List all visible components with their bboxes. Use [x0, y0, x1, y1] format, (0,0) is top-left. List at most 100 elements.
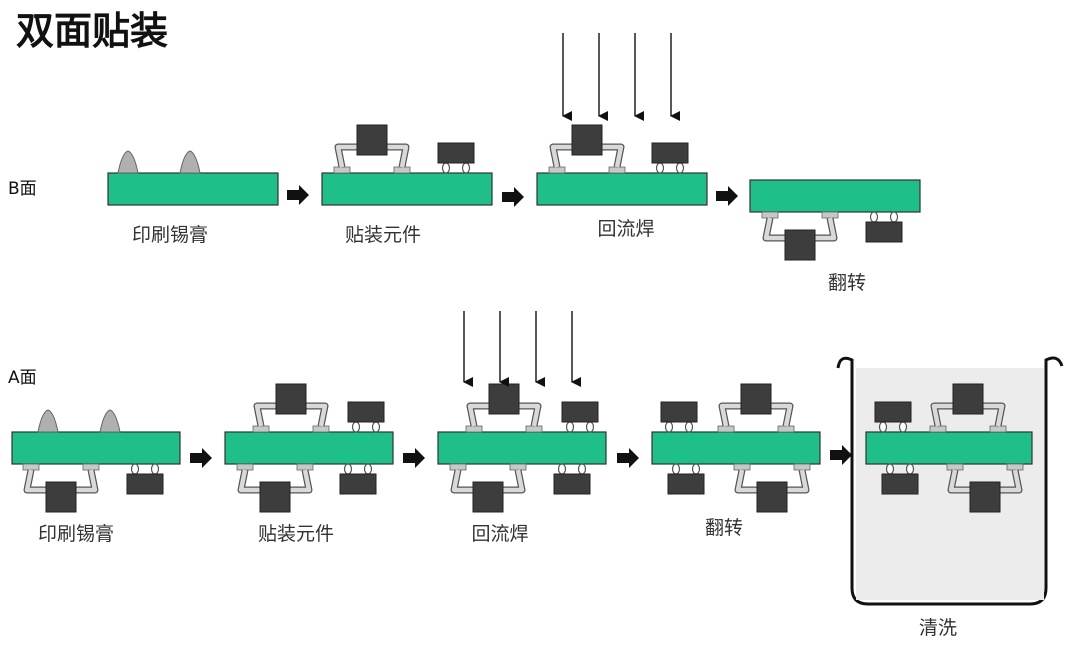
solder-pad — [733, 463, 751, 471]
ic-lead — [787, 469, 809, 493]
solder-joint — [461, 162, 471, 174]
a-step-label-flip: 翻转 — [705, 517, 743, 539]
solder-joint — [691, 463, 701, 475]
pcb-board — [651, 431, 821, 465]
smd-component — [561, 401, 599, 423]
solder-pad — [717, 425, 735, 433]
ic-lead — [451, 469, 473, 493]
solder-joint — [585, 421, 595, 433]
a-step-clean — [836, 356, 1064, 606]
solder-joint — [343, 463, 353, 475]
b-step-label-reflow: 回流焊 — [597, 218, 654, 240]
ic-chip — [784, 229, 816, 261]
solder-pad — [449, 463, 467, 471]
solder-pad — [393, 166, 411, 174]
ic-lead — [815, 217, 837, 241]
smd-component — [347, 401, 385, 423]
solder-pad — [296, 463, 314, 471]
ic-lead — [931, 403, 953, 427]
flow-arrow — [617, 448, 639, 468]
ic-lead — [550, 144, 572, 168]
solder-pad — [608, 166, 626, 174]
a-step-label-reflow: 回流焊 — [471, 523, 528, 545]
smd-component — [651, 142, 689, 164]
pcb-board — [437, 431, 607, 465]
solder-pad — [312, 425, 330, 433]
solder-pad — [82, 463, 100, 471]
solder-pad — [989, 425, 1007, 433]
solder-pad — [509, 463, 527, 471]
ic-lead — [735, 469, 757, 493]
a-step-flip — [651, 383, 821, 513]
ic-lead — [76, 469, 98, 493]
solder-joint — [671, 463, 681, 475]
solder-joint — [565, 421, 575, 433]
pcb-board — [749, 179, 921, 213]
solder-pad — [929, 425, 947, 433]
flow-arrow — [830, 445, 852, 465]
ic-lead — [1000, 469, 1022, 493]
ic-chip — [488, 383, 520, 415]
flow-arrows — [190, 185, 852, 468]
row-label-b-side: B面 — [8, 179, 37, 199]
solder-joint — [130, 463, 140, 475]
solder-joint — [441, 162, 451, 174]
solder-pad — [465, 425, 483, 433]
ic-lead — [763, 217, 785, 241]
a-step-reflow — [437, 311, 607, 513]
ic-lead — [948, 469, 970, 493]
ic-chip — [259, 481, 291, 513]
solder-paste — [37, 409, 59, 433]
solder-pad — [333, 166, 351, 174]
ic-lead — [719, 403, 741, 427]
solder-pad — [821, 211, 839, 219]
flow-arrow — [287, 185, 309, 205]
solder-joint — [557, 463, 567, 475]
diagram-title: 双面贴装 — [16, 9, 168, 53]
solder-joint — [684, 421, 694, 433]
smd-component — [667, 473, 705, 495]
pcb-board — [107, 172, 279, 206]
ic-lead — [290, 469, 312, 493]
pcb-board — [321, 172, 493, 206]
ic-lead — [254, 403, 276, 427]
solder-joint — [885, 463, 895, 475]
ic-chip — [952, 383, 984, 415]
ic-lead — [335, 144, 357, 168]
solder-joint — [869, 211, 879, 223]
solder-pad — [793, 463, 811, 471]
ic-lead — [983, 403, 1005, 427]
smd-component — [874, 401, 912, 423]
b-step-label-place: 贴装元件 — [345, 224, 421, 246]
solder-pad — [236, 463, 254, 471]
ic-lead — [771, 403, 793, 427]
pcb-board — [865, 431, 1033, 465]
b-step-flip — [749, 179, 921, 261]
a-step-label-clean: 清洗 — [919, 617, 957, 639]
ic-chip — [756, 481, 788, 513]
solder-joint — [351, 421, 361, 433]
smd-component — [660, 401, 698, 423]
solder-pad — [946, 463, 964, 471]
a-step-label-place: 贴装元件 — [258, 523, 334, 545]
ic-chip — [356, 124, 388, 156]
b-step-place-components — [321, 124, 493, 206]
solder-joint — [577, 463, 587, 475]
a-step-place-components — [224, 383, 394, 513]
solder-pad — [1006, 463, 1024, 471]
solder-joint — [878, 421, 888, 433]
solder-paste — [179, 150, 201, 174]
ic-chip — [45, 481, 77, 513]
solder-joint — [898, 421, 908, 433]
pcb-board — [224, 431, 394, 465]
flow-arrow — [403, 448, 425, 468]
b-step-print-paste — [107, 150, 279, 206]
solder-joint — [371, 421, 381, 433]
ic-lead — [602, 144, 624, 168]
solder-joint — [675, 162, 685, 174]
smd-component — [126, 473, 164, 495]
solder-joint — [905, 463, 915, 475]
solder-pad — [777, 425, 795, 433]
flow-arrow — [716, 186, 738, 206]
pcb-board — [11, 431, 181, 465]
